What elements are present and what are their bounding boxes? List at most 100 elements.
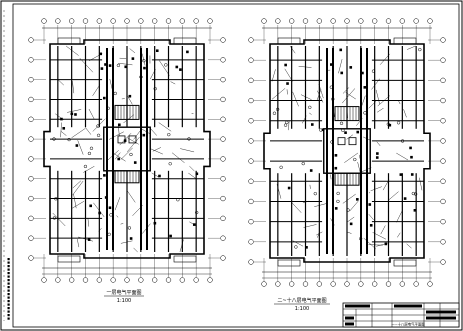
wiring-run (406, 243, 412, 249)
axis-bubble-icon (275, 18, 281, 24)
axis-bubble-icon (372, 281, 378, 287)
axis-bubble-icon (28, 156, 34, 162)
axis-bubble-icon (248, 178, 254, 184)
light-fixture-icon (329, 85, 333, 89)
light-fixture-icon (52, 137, 56, 141)
wiring-run (302, 200, 310, 204)
wiring-run (127, 136, 140, 152)
wiring-run (132, 205, 143, 216)
balcony (173, 255, 197, 263)
socket-icon (143, 66, 146, 70)
socket-icon (286, 82, 289, 85)
light-fixture-icon (418, 47, 422, 52)
margin-glyph (7, 300, 10, 303)
wiring-run (314, 203, 327, 207)
socket-icon (195, 172, 199, 176)
wiring-run (357, 162, 362, 176)
wiring-run (72, 80, 75, 94)
wiring-run (346, 107, 348, 119)
socket-icon (329, 63, 333, 66)
axis-bubble-icon (28, 176, 34, 182)
axis-bubble-icon (28, 116, 34, 122)
wiring-run (123, 114, 134, 124)
wiring-run (361, 95, 366, 107)
axis-bubble-icon (96, 277, 102, 283)
axis-bubble-icon (248, 57, 254, 63)
light-fixture-icon (67, 137, 71, 142)
margin-glyph (7, 282, 10, 285)
axis-bubble-icon (440, 259, 446, 265)
axis-bubble-icon (358, 281, 364, 287)
wiring-run (126, 189, 136, 203)
socket-icon (339, 48, 343, 52)
wiring-run (271, 69, 276, 82)
wiring-run (398, 100, 401, 105)
wiring-run (346, 231, 352, 234)
axis-bubble-icon (248, 138, 254, 144)
socket-icon (179, 68, 182, 71)
socket-icon (344, 131, 347, 134)
wiring-run (119, 133, 132, 146)
wiring-run (60, 131, 67, 136)
corridor (323, 128, 371, 174)
wiring-run (133, 247, 138, 253)
socket-icon (75, 144, 79, 147)
socket-icon (87, 238, 91, 241)
wiring-run (302, 115, 307, 124)
wiring-run (276, 183, 282, 199)
axis-bubble-icon (152, 18, 158, 24)
light-fixture-icon (336, 191, 340, 196)
wiring-run (115, 152, 121, 160)
wiring-run (117, 124, 120, 137)
wiring-run (92, 84, 101, 96)
socket-icon (361, 71, 364, 75)
margin-glyph (7, 303, 10, 306)
margin-glyph (7, 314, 10, 317)
wiring-run (356, 118, 363, 126)
axis-bubble-icon (220, 235, 226, 241)
wiring-run (330, 218, 335, 226)
wiring-run (292, 91, 299, 107)
light-fixture-icon (52, 216, 57, 220)
wiring-run (114, 197, 121, 211)
light-fixture-icon (396, 121, 401, 125)
axis-bubble-icon (289, 281, 295, 287)
wiring-run (345, 92, 356, 100)
wiring-run (403, 109, 407, 118)
balcony (57, 255, 81, 263)
socket-icon (123, 139, 127, 142)
wiring-run (113, 153, 126, 162)
axis-bubble-icon (220, 96, 226, 103)
building-outline (263, 39, 431, 263)
balcony (277, 37, 301, 45)
socket-icon (124, 65, 128, 69)
socket-icon (413, 209, 417, 212)
axis-bubble-icon (28, 76, 34, 83)
socket-icon (104, 63, 107, 66)
axis-bubble-icon (220, 156, 226, 162)
wiring-run (73, 194, 77, 209)
wiring-run (77, 239, 80, 248)
axis-bubble-icon (220, 57, 226, 63)
margin-glyph (7, 317, 10, 320)
title-block-cell (426, 310, 456, 314)
light-fixture-icon (359, 237, 363, 241)
light-fixture-icon (336, 199, 340, 204)
elevator-icon (337, 137, 346, 146)
axis-bubble-icon (220, 136, 226, 142)
axis-bubble-icon (124, 277, 130, 283)
axis-bubble-icon (330, 18, 336, 24)
wiring-run (357, 167, 372, 174)
socket-icon (409, 146, 412, 150)
wiring-run (152, 147, 162, 152)
axis-bubble-icon (220, 255, 226, 261)
margin-glyph (7, 293, 10, 296)
socket-icon (104, 196, 108, 199)
axis-bubble-icon (440, 198, 446, 205)
socket-icon (410, 173, 414, 176)
axis-bubble-icon (413, 281, 419, 287)
margin-glyph (7, 296, 10, 299)
margin-glyph (7, 268, 10, 271)
axis-bubble-icon (220, 215, 226, 222)
